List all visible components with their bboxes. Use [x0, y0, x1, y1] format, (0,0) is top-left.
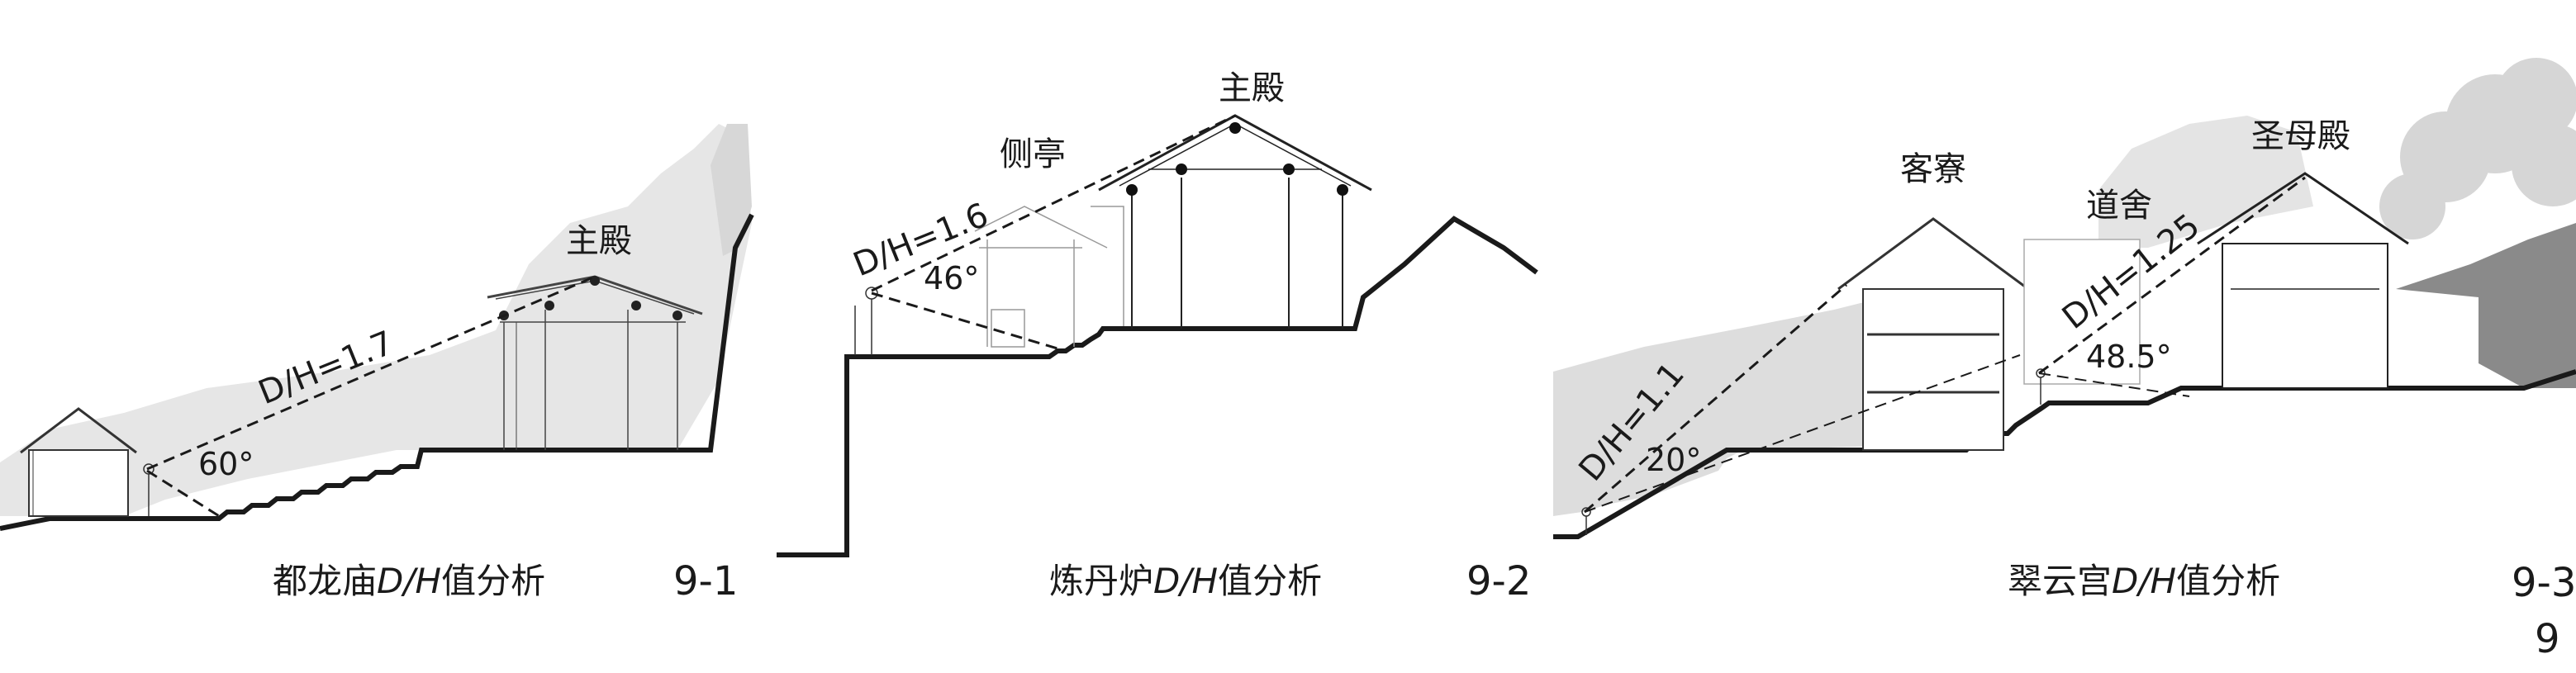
side-pavilion-label: 侧亭 — [1000, 135, 1066, 173]
caption-h: H — [1192, 561, 1219, 601]
caption: 翠云宫D/H值分析 — [2008, 561, 2280, 601]
figure-number: 9-2 — [1466, 558, 1531, 604]
sight-line-left-top — [1584, 283, 1847, 514]
guest-quarters-label: 客寮 — [1900, 150, 1966, 188]
main-hall — [487, 275, 703, 450]
background-hill — [1553, 297, 1884, 516]
angle-label: 46° — [924, 260, 979, 296]
observer-figure-right — [2036, 368, 2046, 405]
caption: 炼丹炉D/H值分析 — [1049, 561, 1322, 601]
main-hall-label: 主殿 — [1219, 69, 1285, 107]
background-hill — [0, 124, 752, 516]
observer-figure — [854, 287, 878, 355]
caption-suffix: 值分析 — [441, 561, 545, 601]
trees — [2379, 58, 2576, 239]
main-hall-label: 主殿 — [566, 222, 632, 260]
caption-prefix: 炼丹炉 — [1049, 561, 1153, 601]
ground-profile — [1553, 369, 2576, 539]
caption-sep: / — [2135, 561, 2153, 601]
dao-dormitory-label: 道舍 — [2086, 187, 2152, 225]
panel-9-2: 主殿 侧亭 D/H=1.6 46° 炼丹炉D/H值分析 9-2 — [777, 69, 1538, 604]
caption-d: D — [377, 561, 403, 601]
caption-d: D — [2112, 561, 2138, 601]
caption-prefix: 翠云宫 — [2008, 561, 2112, 601]
caption-d: D — [1153, 561, 1180, 601]
caption-h: H — [2151, 561, 2177, 601]
ground-profile — [0, 213, 754, 531]
retaining-block — [2396, 223, 2576, 388]
observer-figure-left — [1581, 507, 1591, 535]
guest-quarters — [1837, 217, 2029, 451]
sight-line-right-top — [2038, 176, 2306, 375]
dao-dormitory — [2023, 239, 2141, 385]
caption-h: H — [416, 561, 442, 601]
side-pavilion — [974, 206, 1124, 348]
angle-label: 60° — [198, 446, 254, 482]
small-house — [20, 407, 137, 517]
angle-label-right: 48.5° — [2086, 339, 2172, 375]
background-hill-peak — [711, 124, 752, 256]
figure-number: 9-1 — [673, 558, 738, 604]
sight-line-top — [146, 275, 596, 471]
caption-suffix: 值分析 — [2176, 561, 2280, 601]
caption-prefix: 都龙庙 — [273, 561, 377, 601]
main-hall — [2197, 172, 2409, 389]
caption-suffix: 值分析 — [1218, 561, 1322, 601]
main-hall-label: 圣母殿 — [2251, 117, 2350, 155]
angle-label-left: 20° — [1646, 442, 1701, 478]
figure-number: 9-3 — [2512, 560, 2576, 606]
sight-line-right-low — [2038, 372, 2190, 397]
observer-figure — [143, 463, 154, 516]
sight-line-low — [871, 291, 1067, 353]
sight-line-low — [146, 469, 224, 520]
panel-9-3: 客寮 道舍 圣母殿 D/H=1.1 D/H=1.25 20° 48.5° 翠云宫… — [1553, 58, 2576, 606]
background-hill-right — [2098, 116, 2313, 248]
caption: 都龙庙D/H值分析 — [273, 561, 545, 601]
caption-sep: / — [1176, 561, 1195, 601]
sight-line-top — [871, 114, 1236, 292]
page-number: 9 — [2535, 616, 2560, 662]
ground-profile — [777, 216, 1538, 557]
panel-9-1: 主殿 D/H=1.7 60° 都龙庙D/H值分析 9-1 — [0, 124, 754, 604]
main-hall — [1098, 114, 1372, 329]
caption-sep: / — [400, 561, 418, 601]
sight-line-left-low — [1584, 354, 2021, 513]
